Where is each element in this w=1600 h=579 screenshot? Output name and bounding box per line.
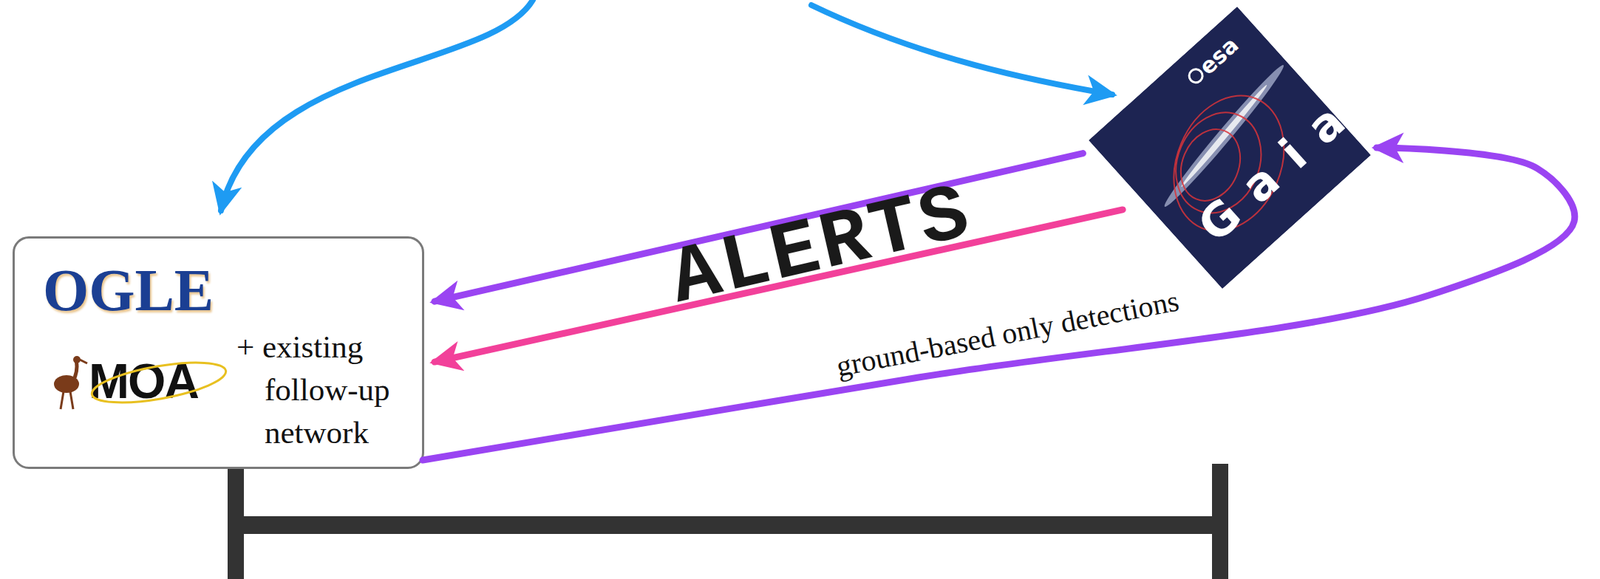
- input-arrow: [220, 0, 533, 211]
- detection-arrow: [422, 147, 1575, 461]
- survey-box: OGLE MOA + existing follow-up network: [12, 236, 425, 470]
- gaia-logo: esaGaia: [1088, 6, 1371, 289]
- timeline-cap: [1212, 464, 1229, 579]
- logo-background: [1088, 6, 1371, 289]
- edge-label: ground-based only detections: [834, 286, 1182, 382]
- timeline-bar: [235, 516, 1220, 535]
- alerts-label: ALERTS: [663, 173, 980, 320]
- ogle-logo-text: OGLE: [42, 260, 214, 320]
- input-arrow: [811, 5, 1113, 95]
- moa-logo-text: MOA: [88, 356, 199, 406]
- network-note: + existing follow-up network: [236, 325, 411, 455]
- timeline-cap: [227, 464, 244, 579]
